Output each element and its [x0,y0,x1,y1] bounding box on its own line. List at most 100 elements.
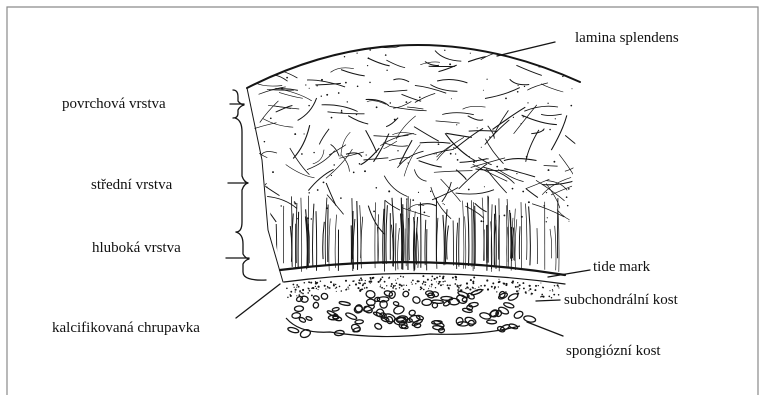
chondrocyte-dot [331,175,332,176]
chondrocyte-dot [301,153,303,155]
collagen-fiber [527,83,548,90]
stipple-dot [478,287,479,288]
stipple-dot [300,292,301,293]
chondrocyte-dot [309,88,310,89]
stipple-dot [440,281,441,282]
chondrocyte-dot [487,158,488,159]
chondrocyte-dot [579,223,580,224]
collagen-fiber [402,94,421,101]
label-spongiozni-kost: spongiózní kost [566,343,661,359]
chondrocyte-dot [412,199,414,201]
collagen-fiber [290,148,310,175]
chondrocyte-dot [347,101,348,102]
stipple-dot [380,278,382,280]
radial-fiber [414,221,415,271]
stipple-dot [384,281,386,283]
stipple-dot [360,277,362,279]
stipple-dot [442,281,443,282]
radial-fiber [459,218,460,267]
label-kalcifikovana-chrupavka: kalcifikovaná chrupavka [52,320,200,336]
chondrocyte-dot [333,164,334,165]
stipple-dot [429,285,430,286]
stipple-dot [528,290,529,291]
collagen-fiber [541,114,562,115]
stipple-dot [474,288,475,289]
stipple-dot [434,278,436,280]
collagen-fiber [557,210,583,225]
chondrocyte-dot [451,98,452,99]
stipple-dot [431,276,433,278]
collagen-fiber [526,130,539,162]
trabecula [339,301,351,306]
collagen-fiber [485,120,510,145]
chondrocyte-dot [470,53,471,54]
trabecula [287,327,299,334]
stipple-dot [552,290,553,291]
chondrocyte-dot [260,69,261,70]
radial-fiber [515,219,517,270]
radial-fiber [420,202,421,267]
chondrocyte-dot [468,156,469,157]
stipple-dot [552,289,553,290]
chondrocyte-dot [357,53,358,54]
stipple-dot [423,281,424,282]
collagen-fiber [386,60,405,68]
stipple-dot [290,295,292,297]
stipple-dot [553,294,555,296]
chondrocyte-dot [444,204,445,205]
stipple-dot [380,286,381,287]
trabecula [292,312,301,319]
stipple-dot [498,279,499,280]
radial-fiber [375,202,376,268]
collagen-fiber [565,157,586,171]
stipple-dot [316,288,317,289]
stipple-dot [454,283,456,285]
stipple-dot [403,284,404,285]
stipple-dot [449,284,451,286]
collagen-fiber [419,161,442,167]
chondrocyte-dot [367,65,368,66]
stipple-dot [380,285,381,286]
chondrocyte-dot [305,84,306,85]
stipple-dot [396,282,398,284]
chondrocyte-dot [436,153,437,154]
collagen-fiber [554,44,571,46]
stipple-dot [512,282,514,284]
stipple-dot [469,288,471,290]
label-povrchova-vrstva: povrchová vrstva [62,96,166,112]
trabecula [507,292,518,301]
stipple-dot [355,283,357,285]
stipple-dot [472,287,474,289]
stipple-dot [345,280,347,282]
collagen-fiber [322,105,358,112]
chondrocyte-dot [575,194,577,196]
collagen-fiber [286,165,315,178]
stipple-dot [309,290,311,292]
stipple-dot [395,285,396,286]
stipple-dot [549,290,550,291]
trabecula [355,320,364,325]
stipple-dot [330,281,332,283]
stipple-dot [361,279,363,281]
collagen-fiber [407,107,423,109]
radial-fiber [316,211,317,271]
trabecula [462,308,472,314]
trabecula [422,299,432,306]
stipple-dot [496,291,497,292]
chondrocyte-dot [455,153,456,154]
stipple-dot [440,284,442,286]
chondrocyte-dot [450,153,452,155]
stipple-dot [408,289,410,291]
chondrocyte-dot [516,173,517,174]
stipple-dot [412,283,413,284]
stipple-dot [339,286,341,288]
chondrocyte-dot [272,171,274,173]
trabecula [363,305,373,314]
trabecula [513,310,524,320]
chondrocyte-dot [369,49,371,51]
chondrocyte-dot [513,117,514,118]
stipple-dot [541,296,543,298]
stipple-dot [290,291,292,293]
chondrocyte-dot [546,192,547,193]
chondrocyte-dot [280,70,281,71]
